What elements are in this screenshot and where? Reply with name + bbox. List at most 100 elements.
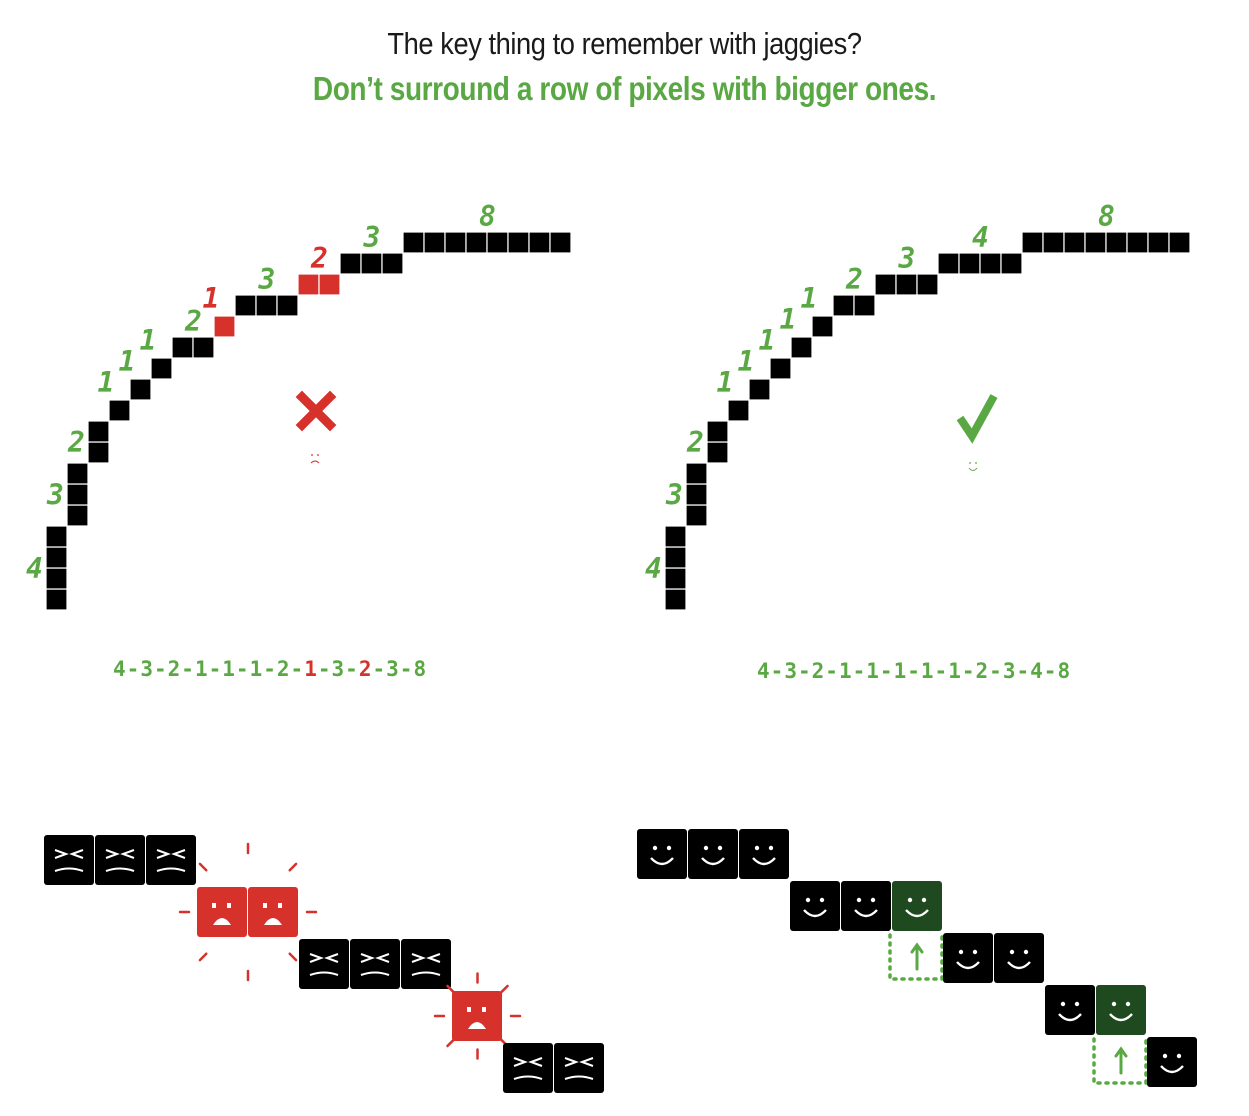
eye	[856, 897, 862, 903]
mouth	[968, 467, 978, 471]
sequence-separator: -	[1044, 659, 1058, 683]
eye	[958, 949, 964, 955]
eye	[1162, 1053, 1168, 1059]
sequence-value: 1	[250, 657, 264, 681]
angry-pixel	[401, 939, 451, 989]
pixel	[213, 315, 236, 338]
pixel	[1063, 231, 1086, 254]
eye	[975, 462, 977, 464]
pixel	[832, 294, 855, 317]
pixel	[1084, 231, 1107, 254]
happy-pixel	[637, 829, 687, 879]
sequence-value: 3	[386, 657, 400, 681]
run-sequence: 4-3-2-1-1-1-1-1-2-3-4-8	[757, 659, 1071, 683]
eye	[1009, 949, 1015, 955]
pixel	[87, 420, 110, 443]
pixel	[171, 336, 194, 359]
run-length-label: 4	[26, 552, 43, 585]
mouth	[411, 971, 441, 976]
mouth	[650, 857, 674, 866]
pixel-body	[299, 939, 349, 989]
mouth	[1058, 1013, 1082, 1022]
pixel	[1147, 231, 1170, 254]
pixel-body	[943, 933, 993, 983]
run-length-label: 4	[645, 552, 662, 585]
sequence-value: 4	[1030, 659, 1044, 683]
sequence-value: 1	[948, 659, 962, 683]
run-length-label: 4	[972, 221, 989, 254]
happy-pixel	[943, 933, 993, 983]
run-length-label: 1	[759, 324, 776, 357]
sequence-separator: -	[880, 659, 894, 683]
eye	[263, 903, 267, 908]
eye	[278, 903, 282, 908]
eye	[311, 454, 313, 456]
run-length-label: 1	[119, 345, 136, 378]
eye	[652, 845, 658, 851]
run-length-label: 3	[363, 221, 381, 254]
sequence-value: 2	[168, 657, 182, 681]
pixel	[769, 357, 792, 380]
move-up-arrow-icon	[1092, 1037, 1148, 1085]
angry-pixel	[299, 939, 349, 989]
angry-pixel	[350, 939, 400, 989]
sequence-value: 4	[113, 657, 127, 681]
eye	[819, 897, 825, 903]
shock-line	[499, 984, 509, 994]
mouth	[854, 909, 878, 918]
happy-pixel	[841, 881, 891, 931]
pixel	[1105, 231, 1128, 254]
run-length-label: 3	[665, 479, 683, 512]
sequence-separator: -	[400, 657, 414, 681]
mouth	[105, 867, 135, 872]
pixel	[549, 231, 572, 254]
sequence-value: 8	[1057, 659, 1071, 683]
run-length-label: 3	[258, 263, 276, 296]
pixel	[45, 525, 68, 548]
sequence-separator: -	[181, 657, 195, 681]
pixel	[1021, 231, 1044, 254]
sequence-separator: -	[989, 659, 1003, 683]
pixel	[360, 252, 383, 275]
eye	[1125, 1001, 1131, 1007]
sequence-value: 3	[1003, 659, 1017, 683]
shock-line	[288, 952, 298, 962]
pixel-body	[688, 829, 738, 879]
mouth	[564, 1075, 594, 1080]
sequence-value: 1	[839, 659, 853, 683]
pixel	[192, 336, 215, 359]
happy-pixel	[1096, 985, 1146, 1035]
pixel-body	[1096, 985, 1146, 1035]
pixel-body	[197, 887, 247, 937]
sequence-value: 2	[976, 659, 990, 683]
eye	[156, 849, 171, 859]
pixel	[685, 462, 708, 485]
pixel-body	[146, 835, 196, 885]
pixel	[937, 252, 960, 275]
sequence-separator: -	[962, 659, 976, 683]
sequence-separator: -	[1016, 659, 1030, 683]
sequence-value: 3	[784, 659, 798, 683]
pixel	[486, 231, 509, 254]
run-length-label: 2	[184, 305, 202, 338]
pixel	[66, 462, 89, 485]
eye	[54, 849, 69, 859]
eye	[69, 849, 84, 859]
eye	[579, 1057, 594, 1067]
pixel	[465, 231, 488, 254]
eye	[564, 1057, 579, 1067]
eye	[870, 897, 876, 903]
pixel	[150, 357, 173, 380]
smile-face-icon	[968, 462, 978, 471]
run-sequence: 4-3-2-1-1-1-2-1-3-2-3-8	[113, 657, 427, 681]
pixel	[979, 252, 1002, 275]
up-arrow	[1114, 1046, 1128, 1075]
page-title: The key thing to remember with jaggies?	[387, 26, 862, 61]
pixel	[87, 441, 110, 464]
mouth	[905, 909, 929, 918]
pixel-body	[401, 939, 451, 989]
mouth	[213, 918, 231, 925]
pixel-body	[892, 881, 942, 931]
